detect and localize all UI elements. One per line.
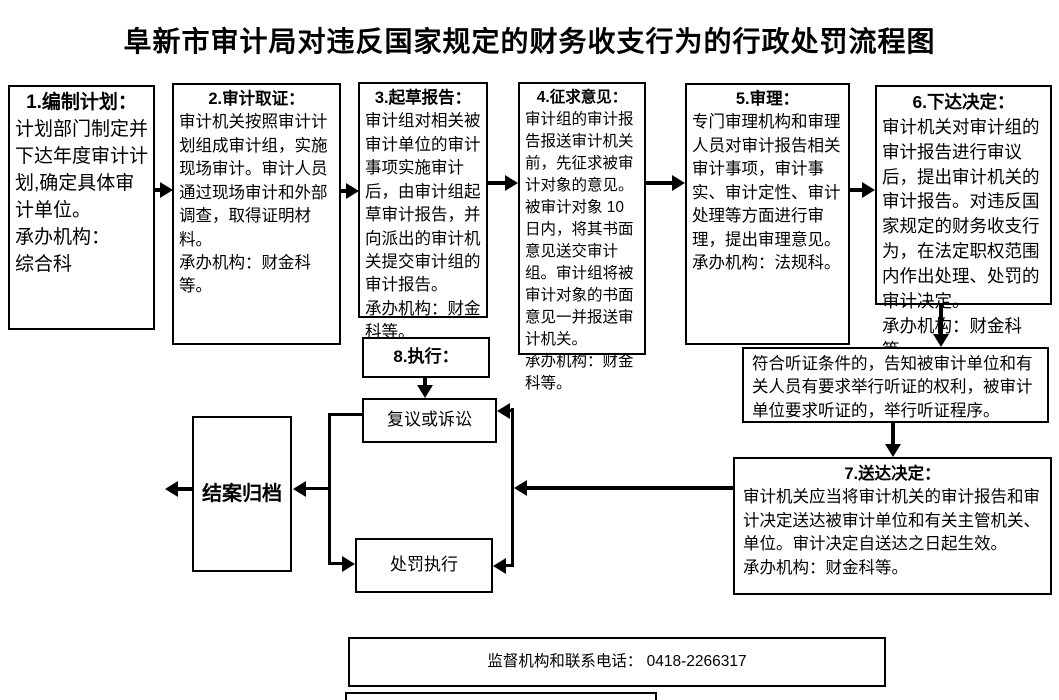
step8-box: 8.执行： <box>362 337 490 378</box>
step7-body: 审计机关应当将审计机关的审计报告和审计决定送达被审计单位和有关主管机关、单位。审… <box>743 488 1040 577</box>
step6-heading: 6.下达决定： <box>912 92 1015 112</box>
step3-body: 审计组对相关被审计单位的审计事项实施审计后，由审计组起草审计报告，并向派出的审计… <box>365 112 481 342</box>
hearing-box: 符合听证条件的，告知被审计单位和有关人员有要求举行听证的权利，被审计单位要求听证… <box>742 347 1049 423</box>
review-box: 复议或诉讼 <box>362 398 497 443</box>
archive-label: 结案归档 <box>202 482 282 505</box>
step3-heading: 3.起草报告： <box>374 89 472 107</box>
step4-body: 审计组的审计报告报送审计机关前，先征求被审计对象的意见。被审计对象 10 日内，… <box>525 111 634 392</box>
step8-heading: 8.执行： <box>393 347 459 367</box>
penalty-label: 处罚执行 <box>390 555 458 575</box>
step5-box: 5.审理： 专门审理机构和审理人员对审计报告相关审计事项，审计事实、审计定性、审… <box>685 83 850 345</box>
hearing-body: 符合听证条件的，告知被审计单位和有关人员有要求举行听证的权利，被审计单位要求听证… <box>752 355 1033 420</box>
step5-heading: 5.审理： <box>735 90 800 108</box>
page-title: 阜新市审计局对违反国家规定的财务收支行为的行政处罚流程图 <box>123 26 936 57</box>
penalty-box: 处罚执行 <box>355 538 493 593</box>
step3-box: 3.起草报告： 审计组对相关被审计单位的审计事项实施审计后，由审计组起草审计报告… <box>358 82 488 341</box>
step4-heading: 4.征求意见： <box>536 89 628 106</box>
partial-bottom-box <box>345 692 657 700</box>
step7-box: 7.送达决定： 审计机关应当将审计机关的审计报告和审计决定送达被审计单位和有关主… <box>733 457 1052 595</box>
step2-heading: 2.审计取证： <box>208 90 305 108</box>
footer-text: 监督机构和联系电话： 0418-2266317 <box>487 653 747 670</box>
step1-body: 计划部门制定并下达年度审计计划,确定具体审计单位。 承办机构： 综合科 <box>15 118 149 275</box>
review-label: 复议或诉讼 <box>387 410 472 430</box>
step7-heading: 7.送达决定： <box>844 465 941 483</box>
step6-body: 审计机关对审计组的审计报告进行审议后，提出审计机关的审计报告。对违反国家规定的财… <box>882 116 1040 361</box>
step6-box: 6.下达决定： 审计机关对审计组的审计报告进行审议后，提出审计机关的审计报告。对… <box>875 85 1052 360</box>
step2-body: 审计机关按照审计计划组成审计组，实施现场审计。审计人员通过现场审计和外部调查，取… <box>179 113 328 296</box>
step5-body: 专门审理机构和审理人员对审计报告相关审计事项，审计事实、审计定性、审计处理等方面… <box>692 113 841 272</box>
step2-box: 2.审计取证： 审计机关按照审计计划组成审计组，实施现场审计。审计人员通过现场审… <box>172 83 341 345</box>
archive-box: 结案归档 <box>192 416 292 572</box>
step4-box: 4.征求意见： 审计组的审计报告报送审计机关前，先征求被审计对象的意见。被审计对… <box>518 82 646 392</box>
step1-box: 1.编制计划： 计划部门制定并下达年度审计计划,确定具体审计单位。 承办机构： … <box>8 85 155 330</box>
step1-heading: 1.编制计划： <box>26 92 137 113</box>
footer-box: 监督机构和联系电话： 0418-2266317 <box>348 637 886 687</box>
